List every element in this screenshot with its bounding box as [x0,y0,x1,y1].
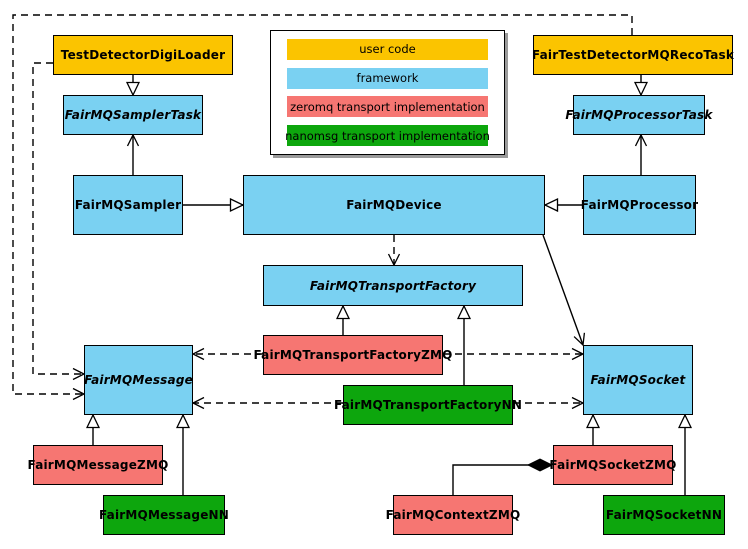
node-label: FairMQMessage [84,373,193,387]
legend-label: user code [359,42,416,57]
node-label: FairMQProcessor [580,198,699,212]
node-label: FairMQTransportFactoryNN [333,398,523,412]
legend-panel: user code framework zeromq transport imp… [270,30,505,155]
node-label: FairMQSocketZMQ [549,458,677,472]
node-label: FairMQMessageNN [98,508,230,522]
edge-comp-contextzmq-socketzmq [452,465,552,495]
node-fairmqtransportfactory: FairMQTransportFactory [263,265,523,306]
node-label: FairMQTransportFactoryZMQ [253,348,453,362]
node-fairmqtransportfactorynn: FairMQTransportFactoryNN [334,385,522,425]
node-fairtestdetectormqrecotask: FairTestDetectorMQRecoTask [531,35,735,75]
legend-item-nanomsg: nanomsg transport implementation [285,125,490,147]
node-fairmqsamplertask: FairMQSamplerTask [63,95,203,135]
node-fairmqmessage: FairMQMessage [84,345,193,415]
node-label: FairMQProcessorTask [565,108,713,122]
node-fairmqsampler: FairMQSampler [73,175,183,235]
legend-item-zeromq: zeromq transport implementation [287,96,488,118]
node-label: FairMQSampler [74,198,182,212]
node-fairmqdevice: FairMQDevice [243,175,545,235]
legend-label: framework [356,71,419,86]
legend-item-framework: framework [287,67,488,89]
node-label: FairTestDetectorMQRecoTask [531,48,735,62]
node-label: FairMQSocket [590,373,686,387]
node-label: FairMQMessageZMQ [27,458,169,472]
node-fairmqprocessortask: FairMQProcessorTask [565,95,712,135]
node-fairmqprocessor: FairMQProcessor [580,175,699,235]
node-label: FairMQSocketNN [605,508,723,522]
legend-label: zeromq transport implementation [290,99,485,114]
node-label: TestDetectorDigiLoader [60,48,226,62]
edge-assoc-device-socket [542,234,586,347]
node-fairmqmessagezmq: FairMQMessageZMQ [28,445,168,485]
node-fairmqmessagenn: FairMQMessageNN [99,495,229,535]
node-fairmqcontextzmq: FairMQContextZMQ [386,495,520,535]
node-fairmqsocket: FairMQSocket [583,345,693,415]
node-testdetectordigiloader: TestDetectorDigiLoader [53,35,233,75]
edge-dep-recotask-message [12,14,633,401]
node-label: FairMQSamplerTask [64,108,202,122]
node-fairmqtransportfactoryzmq: FairMQTransportFactoryZMQ [253,335,452,375]
node-label: FairMQContextZMQ [385,508,521,522]
legend-label: nanomsg transport implementation [285,128,490,143]
node-fairmqsocketnn: FairMQSocketNN [603,495,725,535]
node-fairmqsocketzmq: FairMQSocketZMQ [549,445,676,485]
legend-item-user-code: user code [287,38,488,60]
node-label: FairMQDevice [346,198,442,212]
node-label: FairMQTransportFactory [309,278,477,293]
